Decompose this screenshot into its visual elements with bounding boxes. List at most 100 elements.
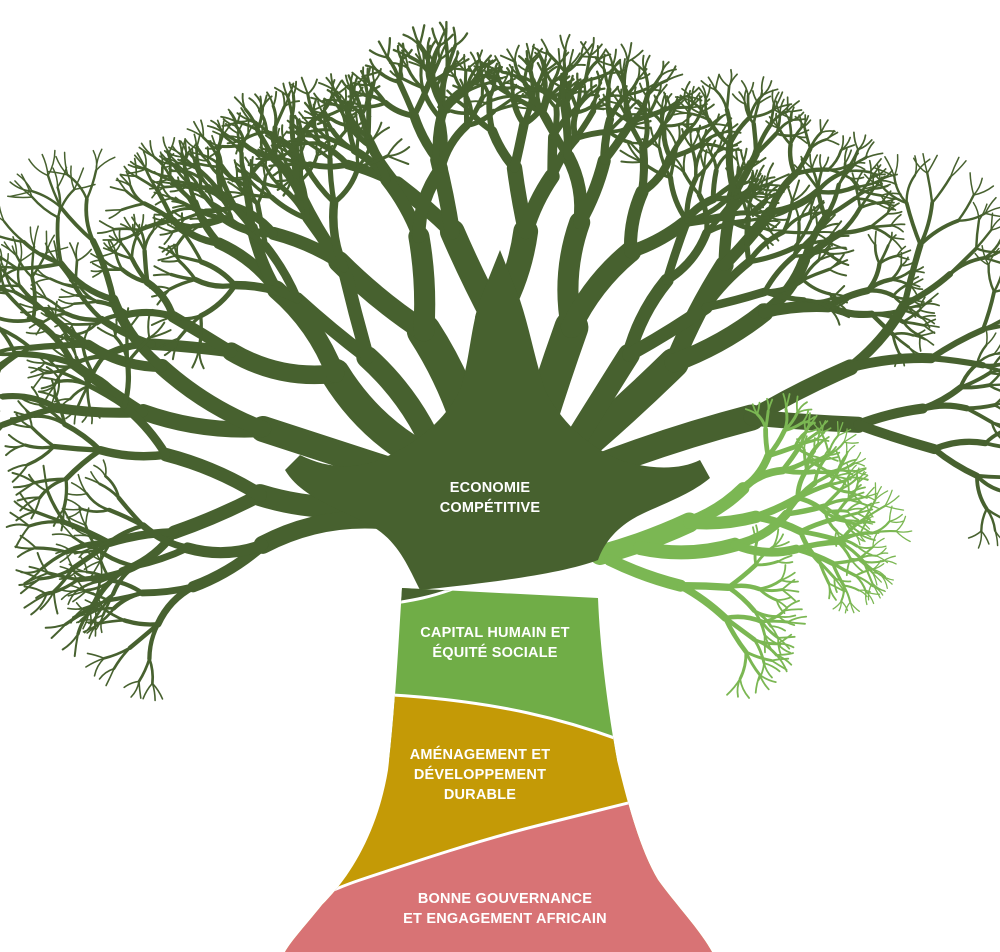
- tree-branch: [808, 138, 828, 151]
- tree-branch: [843, 428, 848, 443]
- tree-branch: [148, 657, 155, 685]
- tree-branch: [992, 403, 1000, 410]
- tree-branch: [327, 156, 337, 206]
- tree-branch: [149, 285, 172, 290]
- tree-branch: [739, 678, 750, 699]
- tree-branch: [72, 589, 89, 603]
- tree-branch: [54, 395, 67, 426]
- tree-branch: [44, 623, 67, 629]
- tree-branch: [191, 198, 223, 247]
- tree-branch: [86, 652, 105, 660]
- tree-branch: [796, 408, 813, 414]
- tree-branch: [703, 149, 708, 170]
- tree-branch: [847, 479, 850, 500]
- tree-branch: [793, 546, 836, 566]
- tree-branch: [46, 571, 80, 582]
- tree-branch: [429, 44, 441, 74]
- tree-branch: [240, 107, 251, 122]
- tree-branch: [30, 496, 42, 520]
- tree-branch: [0, 256, 6, 271]
- tree-branch: [931, 175, 952, 205]
- tree-branch: [32, 477, 68, 485]
- tree-branch: [643, 54, 651, 73]
- tree-branch: [219, 196, 235, 224]
- tree-branch: [364, 133, 391, 184]
- tree-branch: [573, 154, 611, 229]
- tree-branch: [20, 568, 43, 574]
- tree-branch: [813, 452, 831, 485]
- tree-branch: [14, 545, 37, 550]
- tree-branch: [972, 177, 983, 196]
- tree-branch: [855, 171, 864, 188]
- tree-branch: [817, 560, 831, 585]
- tree-branch: [633, 537, 742, 560]
- tree-branch: [290, 93, 296, 118]
- tree-branch: [0, 345, 33, 354]
- tree-branch: [251, 156, 256, 176]
- tree-branch: [183, 172, 198, 205]
- tree-branch: [120, 402, 171, 459]
- tree-branch: [44, 356, 62, 373]
- tree-branch: [827, 582, 831, 600]
- tree-branch: [886, 210, 903, 215]
- tree-branch: [44, 578, 80, 596]
- tree-branch: [368, 82, 388, 105]
- tree-branch: [992, 289, 1000, 293]
- tree-branch: [758, 674, 770, 691]
- tree-branch: [52, 167, 59, 189]
- tree-branch: [731, 93, 747, 105]
- tree-branch: [309, 128, 334, 133]
- tree-branch: [823, 246, 847, 252]
- label-line: DÉVELOPPEMENT: [413, 767, 547, 783]
- tree-branch: [261, 241, 302, 304]
- tree-branch: [182, 539, 269, 559]
- tree-branch: [306, 78, 318, 95]
- tree-branch: [802, 298, 832, 311]
- tree-branch: [887, 234, 897, 247]
- tree-branch: [872, 537, 885, 548]
- tree-branch: [68, 279, 82, 290]
- tree-branch: [464, 108, 497, 129]
- tree-branch: [760, 619, 790, 624]
- tree-branch: [987, 247, 1000, 266]
- tree-branch: [152, 273, 173, 277]
- tree-branch: [463, 53, 467, 73]
- tree-branch: [0, 265, 3, 271]
- tree-branch: [66, 508, 83, 519]
- tree-branch: [877, 202, 895, 211]
- tree-branch: [728, 73, 738, 88]
- capital-branches: [590, 393, 913, 699]
- tree-branch: [853, 419, 940, 455]
- tree-branch: [837, 164, 855, 187]
- tree-branch: [255, 201, 269, 249]
- tree-branch: [73, 167, 85, 191]
- tree-branch: [884, 156, 896, 178]
- tree-branch: [901, 271, 954, 308]
- tree-branch: [847, 498, 868, 507]
- tree-branch: [786, 100, 800, 113]
- tree-branch: [832, 600, 842, 610]
- tree-branch: [765, 444, 798, 459]
- tree-branch: [714, 144, 738, 155]
- tree-branch: [290, 83, 309, 95]
- tree-branch: [888, 520, 905, 524]
- tree-branch: [5, 291, 35, 322]
- tree-branch: [665, 73, 684, 82]
- tree-branch: [775, 652, 794, 656]
- tree-branch: [52, 590, 59, 615]
- tree-branch: [626, 41, 633, 63]
- tree-branch: [35, 590, 55, 599]
- tree-branch: [480, 62, 485, 79]
- tree-branch: [821, 420, 827, 436]
- tree-branch: [143, 229, 155, 253]
- tree-branch: [147, 315, 151, 339]
- tree-branch: [114, 318, 118, 338]
- tree-branch: [172, 164, 191, 185]
- tree-branch: [504, 82, 520, 89]
- tree-branch: [195, 147, 202, 173]
- tree-branch: [888, 513, 903, 522]
- tree-branch: [153, 265, 173, 276]
- tree-branch: [768, 221, 781, 232]
- tree-branch: [664, 125, 678, 149]
- tree-branch: [0, 352, 18, 357]
